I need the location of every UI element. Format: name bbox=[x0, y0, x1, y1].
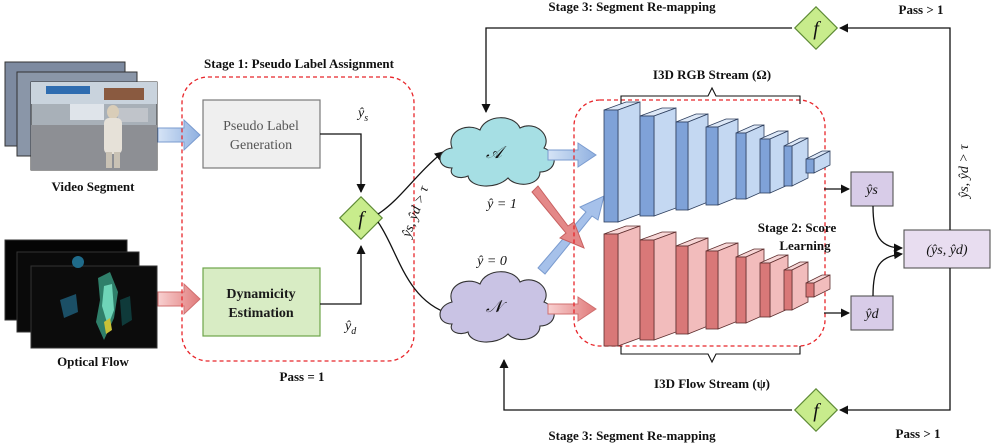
stage3-top-title: Stage 3: Segment Re-mapping bbox=[548, 0, 716, 14]
stage3-f-top-diamond bbox=[793, 5, 839, 51]
feedback-top-right bbox=[839, 23, 951, 230]
combined-output-label: (ŷs, ŷd) bbox=[926, 243, 968, 258]
feedback-bottom-right bbox=[839, 268, 951, 415]
rgb-layer-2 bbox=[639, 107, 677, 217]
feedback-bottom-left bbox=[499, 359, 792, 411]
yd-output-box bbox=[850, 295, 894, 331]
stage3-f-bottom-diamond bbox=[793, 387, 839, 433]
stage1-title: Stage 1: Pseudo Label Assignment bbox=[204, 56, 395, 71]
rgb-layer-7 bbox=[783, 137, 809, 187]
anomaly-label: ŷ = 1 bbox=[485, 197, 517, 212]
stage1-f-label: f bbox=[358, 208, 366, 230]
flow-stream-title: I3D Flow Stream (ψ) bbox=[654, 376, 770, 391]
optical-flow-frames bbox=[4, 239, 158, 349]
ys-output-box bbox=[850, 171, 894, 207]
stage1-pass-label: Pass = 1 bbox=[280, 369, 325, 384]
stage3-pass-top: Pass > 1 bbox=[899, 2, 944, 17]
dyn-to-f-arrow bbox=[320, 245, 366, 305]
plg-line1: Pseudo Label bbox=[223, 119, 299, 134]
rgb-stream-blocks bbox=[603, 101, 831, 223]
flow-input-arrow bbox=[157, 282, 201, 316]
rgb-brace bbox=[620, 86, 801, 104]
rgb-layer-5 bbox=[735, 124, 765, 200]
video-input-arrow bbox=[157, 118, 201, 152]
ys-to-combined-arrow bbox=[872, 205, 903, 253]
dyn-line1: Dynamicity bbox=[226, 287, 295, 302]
stage3-f-top-label: f bbox=[813, 18, 821, 40]
normal-label: ŷ = 0 bbox=[475, 254, 507, 269]
stage3-condition: ŷs, ŷd > τ bbox=[957, 144, 972, 200]
stage1-yd-label: ŷd bbox=[343, 319, 357, 337]
stage3-bottom-title: Stage 3: Segment Re-mapping bbox=[548, 428, 716, 443]
plg-line2: Generation bbox=[230, 138, 292, 153]
pseudo-label-generation-box bbox=[202, 99, 321, 169]
dynamicity-estimation-box bbox=[202, 267, 321, 337]
feedback-top-left bbox=[481, 27, 792, 113]
optical-flow-label: Optical Flow bbox=[57, 354, 129, 369]
flow-layer-7 bbox=[783, 261, 809, 311]
stage2-boundary bbox=[573, 99, 826, 347]
anomaly-cloud bbox=[439, 117, 555, 187]
rgb-layer-8 bbox=[805, 150, 831, 174]
stage2-title-line2: Learning bbox=[779, 238, 831, 253]
anomaly-to-flow-arrow bbox=[531, 185, 585, 249]
stage1-f-diamond bbox=[338, 195, 384, 241]
rgb-layer-6 bbox=[759, 130, 789, 194]
flow-brace bbox=[620, 346, 801, 364]
yd-to-combined-arrow bbox=[872, 250, 903, 297]
dyn-line2: Estimation bbox=[228, 306, 294, 321]
normal-to-flow-arrow bbox=[547, 296, 597, 322]
flow-stream-blocks bbox=[603, 225, 831, 347]
plg-to-f-arrow bbox=[320, 133, 366, 193]
anomaly-symbol: 𝒜 bbox=[486, 143, 507, 162]
video-segment-frames bbox=[4, 61, 158, 171]
flow-layer-4 bbox=[705, 242, 739, 330]
video-segment-label: Video Segment bbox=[52, 179, 136, 194]
yd-output-label: ŷd bbox=[863, 307, 879, 322]
flow-layer-1 bbox=[603, 225, 641, 347]
normal-cloud bbox=[439, 271, 555, 343]
rgb-stream-title: I3D RGB Stream (Ω) bbox=[653, 67, 771, 82]
flow-layer-2 bbox=[639, 231, 677, 341]
stage2-title-line1: Stage 2: Score bbox=[758, 220, 837, 235]
anomaly-to-rgb-arrow bbox=[547, 142, 597, 168]
rgb-layer-1 bbox=[603, 101, 641, 223]
combined-output-box bbox=[903, 229, 991, 269]
flow-layer-8 bbox=[805, 274, 831, 298]
stage1-condition: ŷs, ŷd > τ bbox=[399, 183, 432, 241]
flow-layer-3 bbox=[675, 237, 709, 335]
rgb-layer-3 bbox=[675, 113, 709, 211]
f-to-anomaly-arrow bbox=[377, 151, 444, 215]
stage3-pass-bottom: Pass > 1 bbox=[896, 426, 941, 441]
flow-layer-5 bbox=[735, 248, 765, 324]
stage1-ys-label: ŷs bbox=[356, 106, 368, 124]
stage1-boundary bbox=[181, 76, 415, 362]
ys-output-label: ŷs bbox=[864, 183, 878, 198]
rgb-layer-4 bbox=[705, 118, 739, 206]
f-to-normal-arrow bbox=[377, 221, 451, 316]
stage3-f-bottom-label: f bbox=[813, 400, 821, 422]
